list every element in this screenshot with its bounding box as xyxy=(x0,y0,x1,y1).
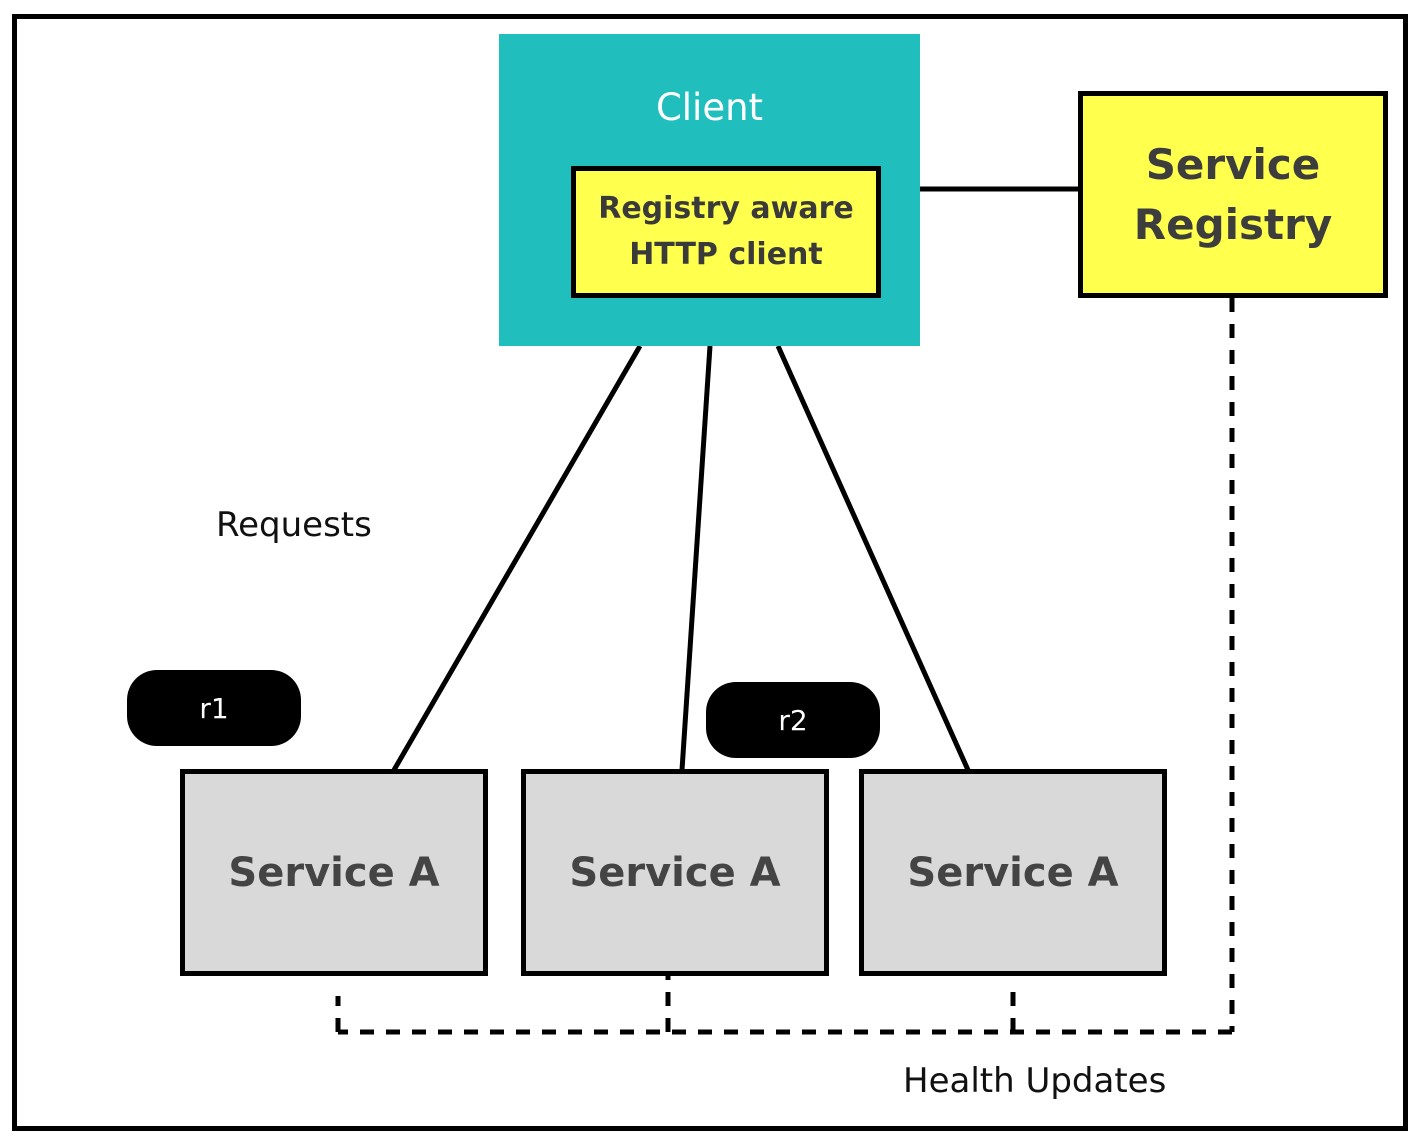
request-line-2 xyxy=(679,345,713,771)
service-registry-line-2: Registry xyxy=(1133,199,1333,249)
request-tag-r2: r2 xyxy=(706,682,880,758)
service-a-label: Service A xyxy=(228,849,440,896)
request-line-1 xyxy=(391,344,643,772)
http-client-label: Registry aware HTTP client xyxy=(598,186,854,278)
requests-label: Requests xyxy=(216,505,372,545)
request-line-3 xyxy=(775,344,971,772)
service-a-instance-1: Service A xyxy=(180,769,488,976)
service-registry-label: Service Registry xyxy=(1134,135,1332,255)
service-registry-box: Service Registry xyxy=(1078,91,1388,298)
service-a-label: Service A xyxy=(569,849,781,896)
registry-aware-http-client: Registry aware HTTP client xyxy=(571,166,881,298)
service-a-instance-2: Service A xyxy=(521,769,829,976)
request-tag-r1: r1 xyxy=(127,670,301,746)
service-a-instance-3: Service A xyxy=(859,769,1167,976)
service-a-label: Service A xyxy=(907,849,1119,896)
http-client-line-2: HTTP client xyxy=(629,237,823,272)
service-registry-line-1: Service xyxy=(1145,139,1321,189)
http-client-line-1: Registry aware xyxy=(598,191,854,226)
health-update-lines xyxy=(335,298,1235,1035)
health-updates-label: Health Updates xyxy=(903,1061,1167,1101)
client-title: Client xyxy=(655,86,764,129)
